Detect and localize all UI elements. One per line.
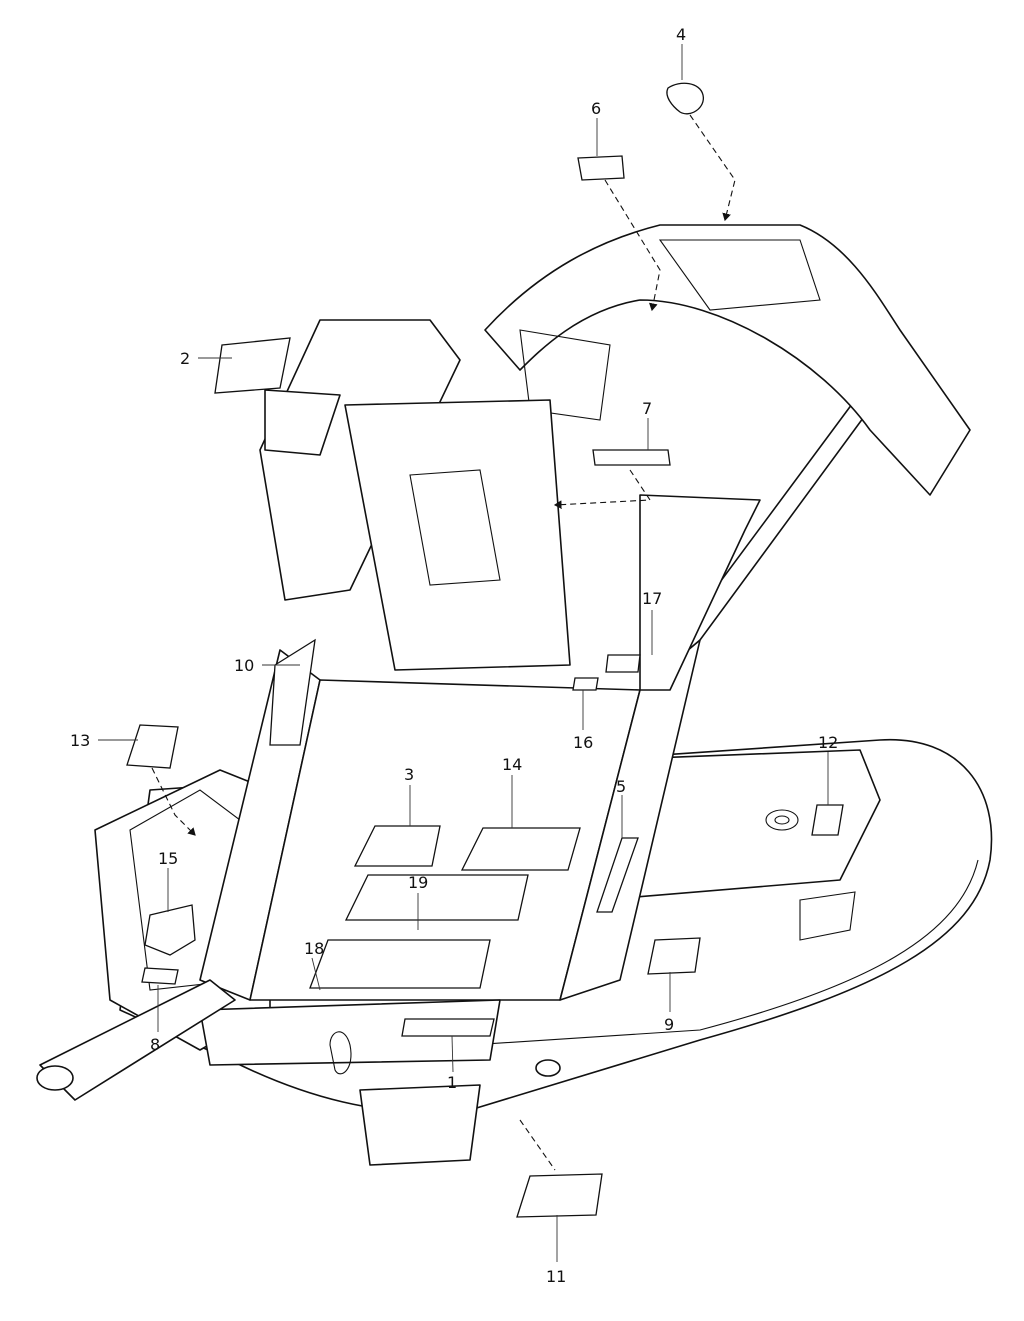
callout-8: 8 [150, 1035, 160, 1054]
callout-4: 4 [676, 25, 686, 44]
decal-5 [596, 837, 639, 913]
callout-7: 7 [642, 399, 652, 418]
decal-2 [214, 337, 291, 394]
callout-18: 18 [304, 939, 324, 958]
callout-16: 16 [573, 733, 593, 752]
callout-13: 13 [70, 731, 90, 750]
decal-6 [577, 155, 625, 181]
decal-4 [666, 82, 704, 115]
callout-labels: 1 2 3 4 5 6 7 8 9 10 11 12 13 14 15 16 1… [70, 25, 838, 1286]
decal-9 [647, 937, 701, 975]
decal-17 [605, 654, 641, 673]
assembly-arrows [151, 114, 736, 1171]
decal-7 [592, 449, 671, 466]
callout-1: 1 [447, 1073, 457, 1092]
decal-3 [353, 825, 441, 867]
rear-fender [484, 224, 971, 496]
callout-14: 14 [502, 755, 522, 774]
callout-19: 19 [408, 873, 428, 892]
callout-15: 15 [158, 849, 178, 868]
floor-pan [344, 399, 571, 671]
decals [126, 82, 844, 1218]
callout-5: 5 [616, 777, 626, 796]
callout-6: 6 [591, 99, 601, 118]
decal-16 [572, 677, 599, 691]
decal-13 [126, 724, 179, 769]
decal-1 [401, 1018, 495, 1037]
decal-12 [811, 804, 844, 836]
decal-18 [309, 939, 491, 989]
callout-17: 17 [642, 589, 662, 608]
callout-2: 2 [180, 349, 190, 368]
callout-12: 12 [818, 733, 838, 752]
decal-19 [344, 874, 529, 921]
decal-14 [460, 827, 581, 871]
decal-11 [516, 1173, 603, 1218]
decal-15 [144, 904, 196, 956]
decal-8 [141, 967, 179, 985]
front-bumper [36, 979, 561, 1166]
decal-10 [269, 638, 316, 746]
callout-11: 11 [546, 1267, 566, 1286]
leader-lines [98, 44, 829, 1262]
callout-10: 10 [234, 656, 254, 675]
callout-3: 3 [404, 765, 414, 784]
callout-9: 9 [664, 1015, 674, 1034]
